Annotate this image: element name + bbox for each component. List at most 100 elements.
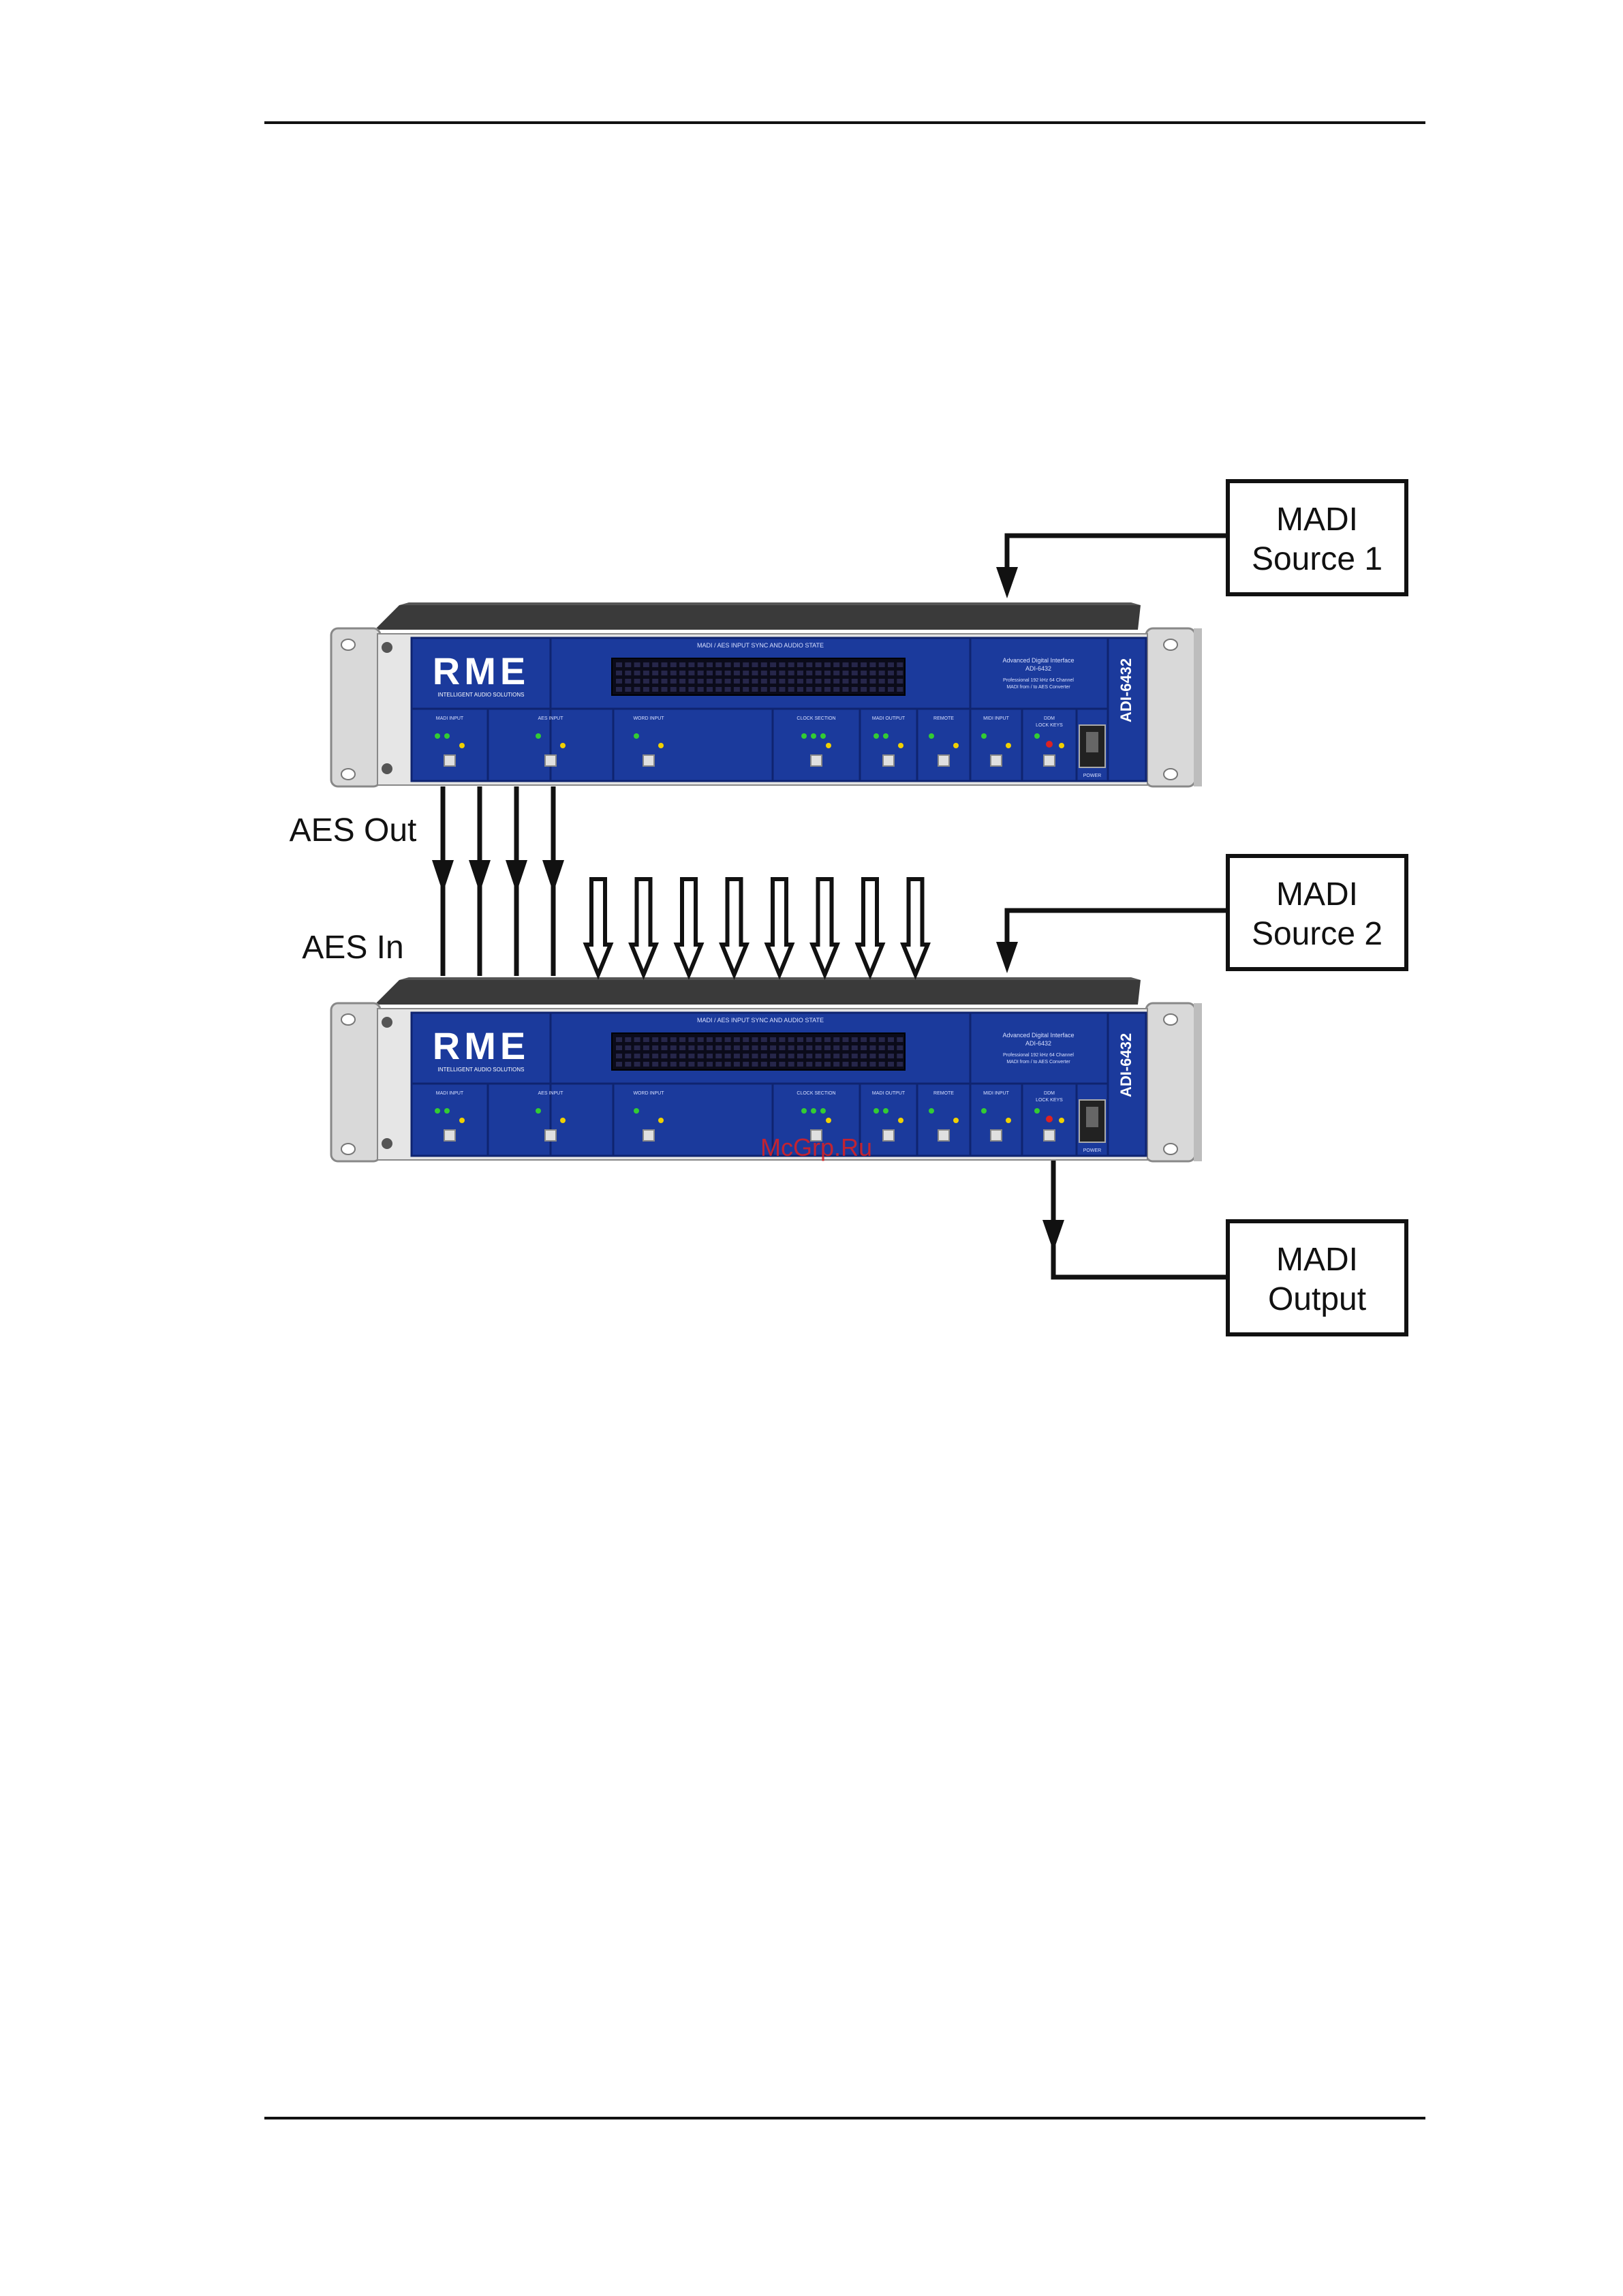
channel-led	[752, 679, 758, 684]
channel-led	[779, 1062, 786, 1067]
channel-led	[724, 1062, 731, 1067]
channel-led	[616, 1062, 622, 1067]
channel-led	[733, 1054, 740, 1058]
channel-led	[697, 671, 704, 675]
panel-button	[938, 754, 950, 767]
channel-led	[878, 1062, 885, 1067]
channel-led	[652, 1062, 659, 1067]
channel-led	[652, 679, 659, 684]
channel-led	[724, 662, 731, 667]
channel-led	[616, 679, 622, 684]
channel-led	[752, 687, 758, 692]
channel-led	[733, 662, 740, 667]
channel-led	[806, 662, 813, 667]
channel-led	[652, 1045, 659, 1050]
panel-button	[1043, 754, 1055, 767]
channel-led	[670, 687, 677, 692]
channel-led	[652, 1037, 659, 1042]
channel-led	[697, 1062, 704, 1067]
section-label: MADI INPUT	[436, 1091, 464, 1096]
channel-led	[806, 1045, 813, 1050]
panel-button	[882, 754, 895, 767]
channel-led	[743, 671, 749, 675]
channel-led	[707, 687, 713, 692]
header-rule	[264, 121, 1425, 124]
channel-led	[743, 1062, 749, 1067]
channel-led	[861, 679, 867, 684]
channel-led	[770, 1062, 777, 1067]
watermark: McGrp.Ru	[760, 1133, 872, 1161]
channel-led	[779, 687, 786, 692]
channel-led	[715, 1045, 722, 1050]
channel-led	[724, 671, 731, 675]
channel-led	[634, 1054, 640, 1058]
channel-led	[833, 1037, 840, 1042]
header-right-1d: MADI from / to AES Converter	[1006, 685, 1070, 690]
channel-led	[760, 1045, 767, 1050]
channel-led	[815, 662, 822, 667]
channel-led-grid-1	[616, 662, 903, 692]
channel-led	[869, 1062, 876, 1067]
header-right-2a: Advanced Digital Interface	[1002, 1032, 1074, 1039]
section-label: AES INPUT	[538, 716, 564, 721]
channel-led	[888, 1037, 894, 1042]
status-led	[883, 733, 888, 739]
channel-led	[779, 1045, 786, 1050]
channel-led	[715, 687, 722, 692]
section-label: MIDI INPUT	[983, 1091, 1009, 1096]
channel-led	[625, 1045, 632, 1050]
channel-led	[715, 1054, 722, 1058]
channel-led	[707, 1054, 713, 1058]
panel-button	[990, 754, 1002, 767]
channel-led	[616, 1037, 622, 1042]
aes-hollow-arrow	[854, 877, 886, 980]
aes-hollow-arrow	[900, 877, 931, 980]
channel-led-grid-2	[616, 1037, 903, 1067]
channel-led	[743, 662, 749, 667]
lock-keys-label: LOCK KEYS	[1036, 723, 1063, 728]
header-center-2: MADI / AES INPUT SYNC AND AUDIO STATE	[697, 1017, 824, 1024]
channel-led	[888, 687, 894, 692]
channel-led	[670, 1054, 677, 1058]
channel-led	[634, 671, 640, 675]
panel-button	[810, 754, 822, 767]
status-led	[1006, 743, 1011, 748]
channel-led	[733, 1037, 740, 1042]
madi-source-1-line	[996, 533, 1228, 598]
channel-led	[806, 671, 813, 675]
status-led	[826, 1118, 831, 1123]
channel-led	[752, 1054, 758, 1058]
channel-led	[661, 1054, 668, 1058]
aes-hollow-arrow	[628, 877, 659, 980]
status-led	[883, 1108, 888, 1114]
channel-led	[616, 1054, 622, 1058]
channel-led	[861, 687, 867, 692]
channel-led	[770, 687, 777, 692]
lock-keys-label: LOCK KEYS	[1036, 1098, 1063, 1103]
channel-led	[788, 687, 794, 692]
status-led	[435, 733, 440, 739]
channel-led	[797, 671, 803, 675]
channel-led	[779, 662, 786, 667]
channel-led	[707, 679, 713, 684]
channel-led	[806, 1054, 813, 1058]
channel-led	[724, 1037, 731, 1042]
channel-led	[770, 662, 777, 667]
section-label: CLOCK SECTION	[797, 1091, 835, 1096]
power-label-2: POWER	[1083, 1148, 1101, 1153]
status-led	[536, 1108, 541, 1114]
status-led	[658, 1118, 664, 1123]
status-led	[874, 733, 879, 739]
channel-led	[643, 687, 649, 692]
channel-led	[643, 1045, 649, 1050]
aes-hollow-arrow	[583, 877, 614, 980]
channel-led	[815, 1037, 822, 1042]
channel-led	[715, 1062, 722, 1067]
channel-led	[806, 679, 813, 684]
channel-led	[760, 1037, 767, 1042]
power-label-1: POWER	[1083, 774, 1101, 778]
channel-led	[661, 662, 668, 667]
channel-led	[824, 1037, 831, 1042]
channel-led	[643, 1054, 649, 1058]
